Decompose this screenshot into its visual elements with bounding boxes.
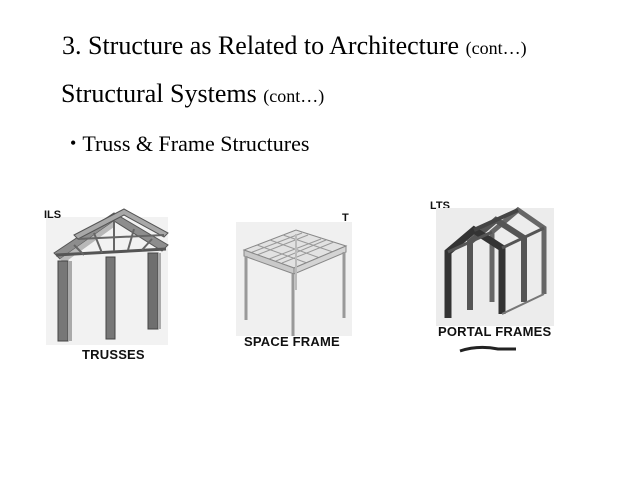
portal-frames-caption: PORTAL FRAMES	[438, 324, 552, 339]
bullet-icon: •	[70, 133, 77, 153]
space-frame-figure: T SPACE FRAME	[234, 212, 364, 352]
trusses-illustration	[46, 208, 169, 345]
trusses-crop-fragment: ILS	[44, 209, 62, 221]
trusses-figure: ILS TRUSSES	[44, 205, 174, 370]
space-frame-caption: SPACE FRAME	[244, 334, 340, 349]
slide-title: 3. Structure as Related to Architecture …	[62, 30, 527, 64]
subtitle-suffix: (cont…)	[263, 86, 325, 106]
space-frame-crop-fragment: T	[342, 212, 349, 224]
bullet-text: Truss & Frame Structures	[82, 131, 310, 156]
slide-subtitle: Structural Systems (cont…)	[61, 78, 324, 112]
portal-frames-figure: LTS PORTAL FRAMES	[428, 198, 558, 358]
subtitle-main: Structural Systems	[61, 79, 257, 108]
bullet-item: •Truss & Frame Structures	[70, 130, 309, 159]
crop-remnant-icon	[459, 345, 516, 353]
space-frame-illustration	[236, 222, 352, 336]
trusses-caption: TRUSSES	[82, 347, 145, 362]
portal-frames-illustration	[436, 206, 554, 326]
title-main: 3. Structure as Related to Architecture	[62, 31, 460, 60]
title-suffix: (cont…)	[465, 38, 527, 58]
